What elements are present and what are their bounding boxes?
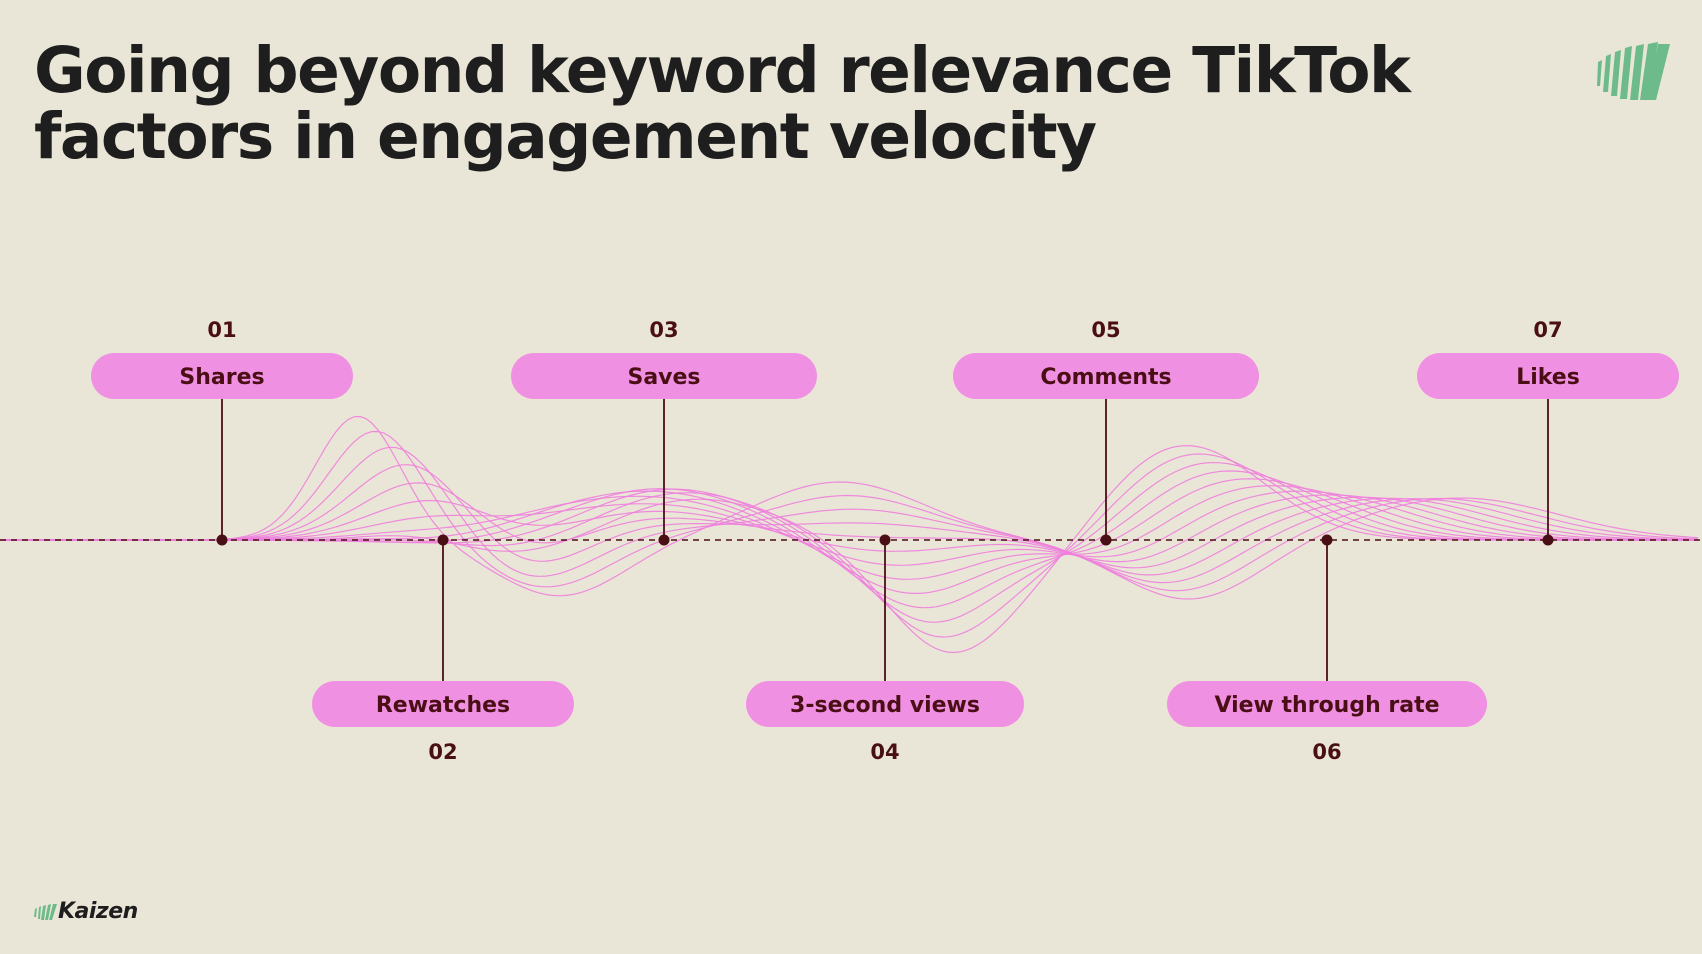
wave-line bbox=[0, 461, 1698, 623]
factor-number: 02 bbox=[428, 740, 457, 764]
factor-04: 3-second views 04 bbox=[746, 534, 1024, 764]
wave-line bbox=[0, 482, 1698, 569]
wave-line bbox=[0, 485, 1698, 580]
factor-dot bbox=[437, 534, 449, 546]
factor-pill bbox=[1167, 681, 1487, 727]
factor-pill bbox=[1417, 353, 1679, 399]
page-title-line-1: Going beyond keyword relevance TikTok bbox=[34, 34, 1411, 107]
factor-number: 07 bbox=[1533, 318, 1562, 342]
wave-line bbox=[0, 494, 1698, 563]
factor-label: Shares bbox=[179, 365, 264, 390]
factor-number: 04 bbox=[870, 740, 899, 764]
factor-label: View through rate bbox=[1214, 693, 1439, 718]
factor-label: Rewatches bbox=[376, 693, 510, 718]
factor-05: Comments 05 bbox=[953, 318, 1259, 546]
factor-number: 03 bbox=[649, 318, 678, 342]
factor-pill bbox=[953, 353, 1259, 399]
wave-lines bbox=[0, 415, 1699, 654]
factor-06: View through rate 06 bbox=[1167, 534, 1487, 764]
factor-label: 3-second views bbox=[790, 693, 980, 718]
factor-label: Saves bbox=[627, 365, 700, 390]
factor-03: Saves 03 bbox=[511, 318, 817, 546]
wave-line bbox=[0, 464, 1698, 576]
factor-number: 05 bbox=[1091, 318, 1120, 342]
factor-dot bbox=[879, 534, 891, 546]
wave-line bbox=[0, 490, 1698, 566]
factor-pill bbox=[511, 353, 817, 399]
wave-line bbox=[0, 444, 1698, 654]
factor-label: Comments bbox=[1040, 365, 1171, 390]
factor-dot bbox=[216, 534, 228, 546]
factor-02: Rewatches 02 bbox=[312, 534, 574, 764]
factor-01: Shares 01 bbox=[91, 318, 353, 546]
kaizen-stripes-icon bbox=[34, 904, 57, 920]
factor-pill bbox=[91, 353, 353, 399]
factor-pill bbox=[312, 681, 574, 727]
factor-dot bbox=[1542, 534, 1554, 546]
page-title: Going beyond keyword relevance TikTok fa… bbox=[34, 38, 1454, 170]
factor-dot bbox=[658, 534, 670, 546]
wave-line bbox=[0, 446, 1699, 584]
factor-number: 06 bbox=[1312, 740, 1341, 764]
factor-dot bbox=[1321, 534, 1333, 546]
brand-logo-wordmark: Kaizen bbox=[58, 899, 138, 924]
page-title-line-2: factors in engagement velocity bbox=[34, 100, 1097, 173]
kaizen-stripes-icon bbox=[1597, 42, 1670, 100]
factor-dot bbox=[1100, 534, 1112, 546]
factor-pill bbox=[746, 681, 1024, 727]
wave-line bbox=[0, 453, 1698, 638]
factor-number: 01 bbox=[207, 318, 236, 342]
factor-07: Likes 07 bbox=[1417, 318, 1679, 546]
factor-label: Likes bbox=[1516, 365, 1580, 390]
